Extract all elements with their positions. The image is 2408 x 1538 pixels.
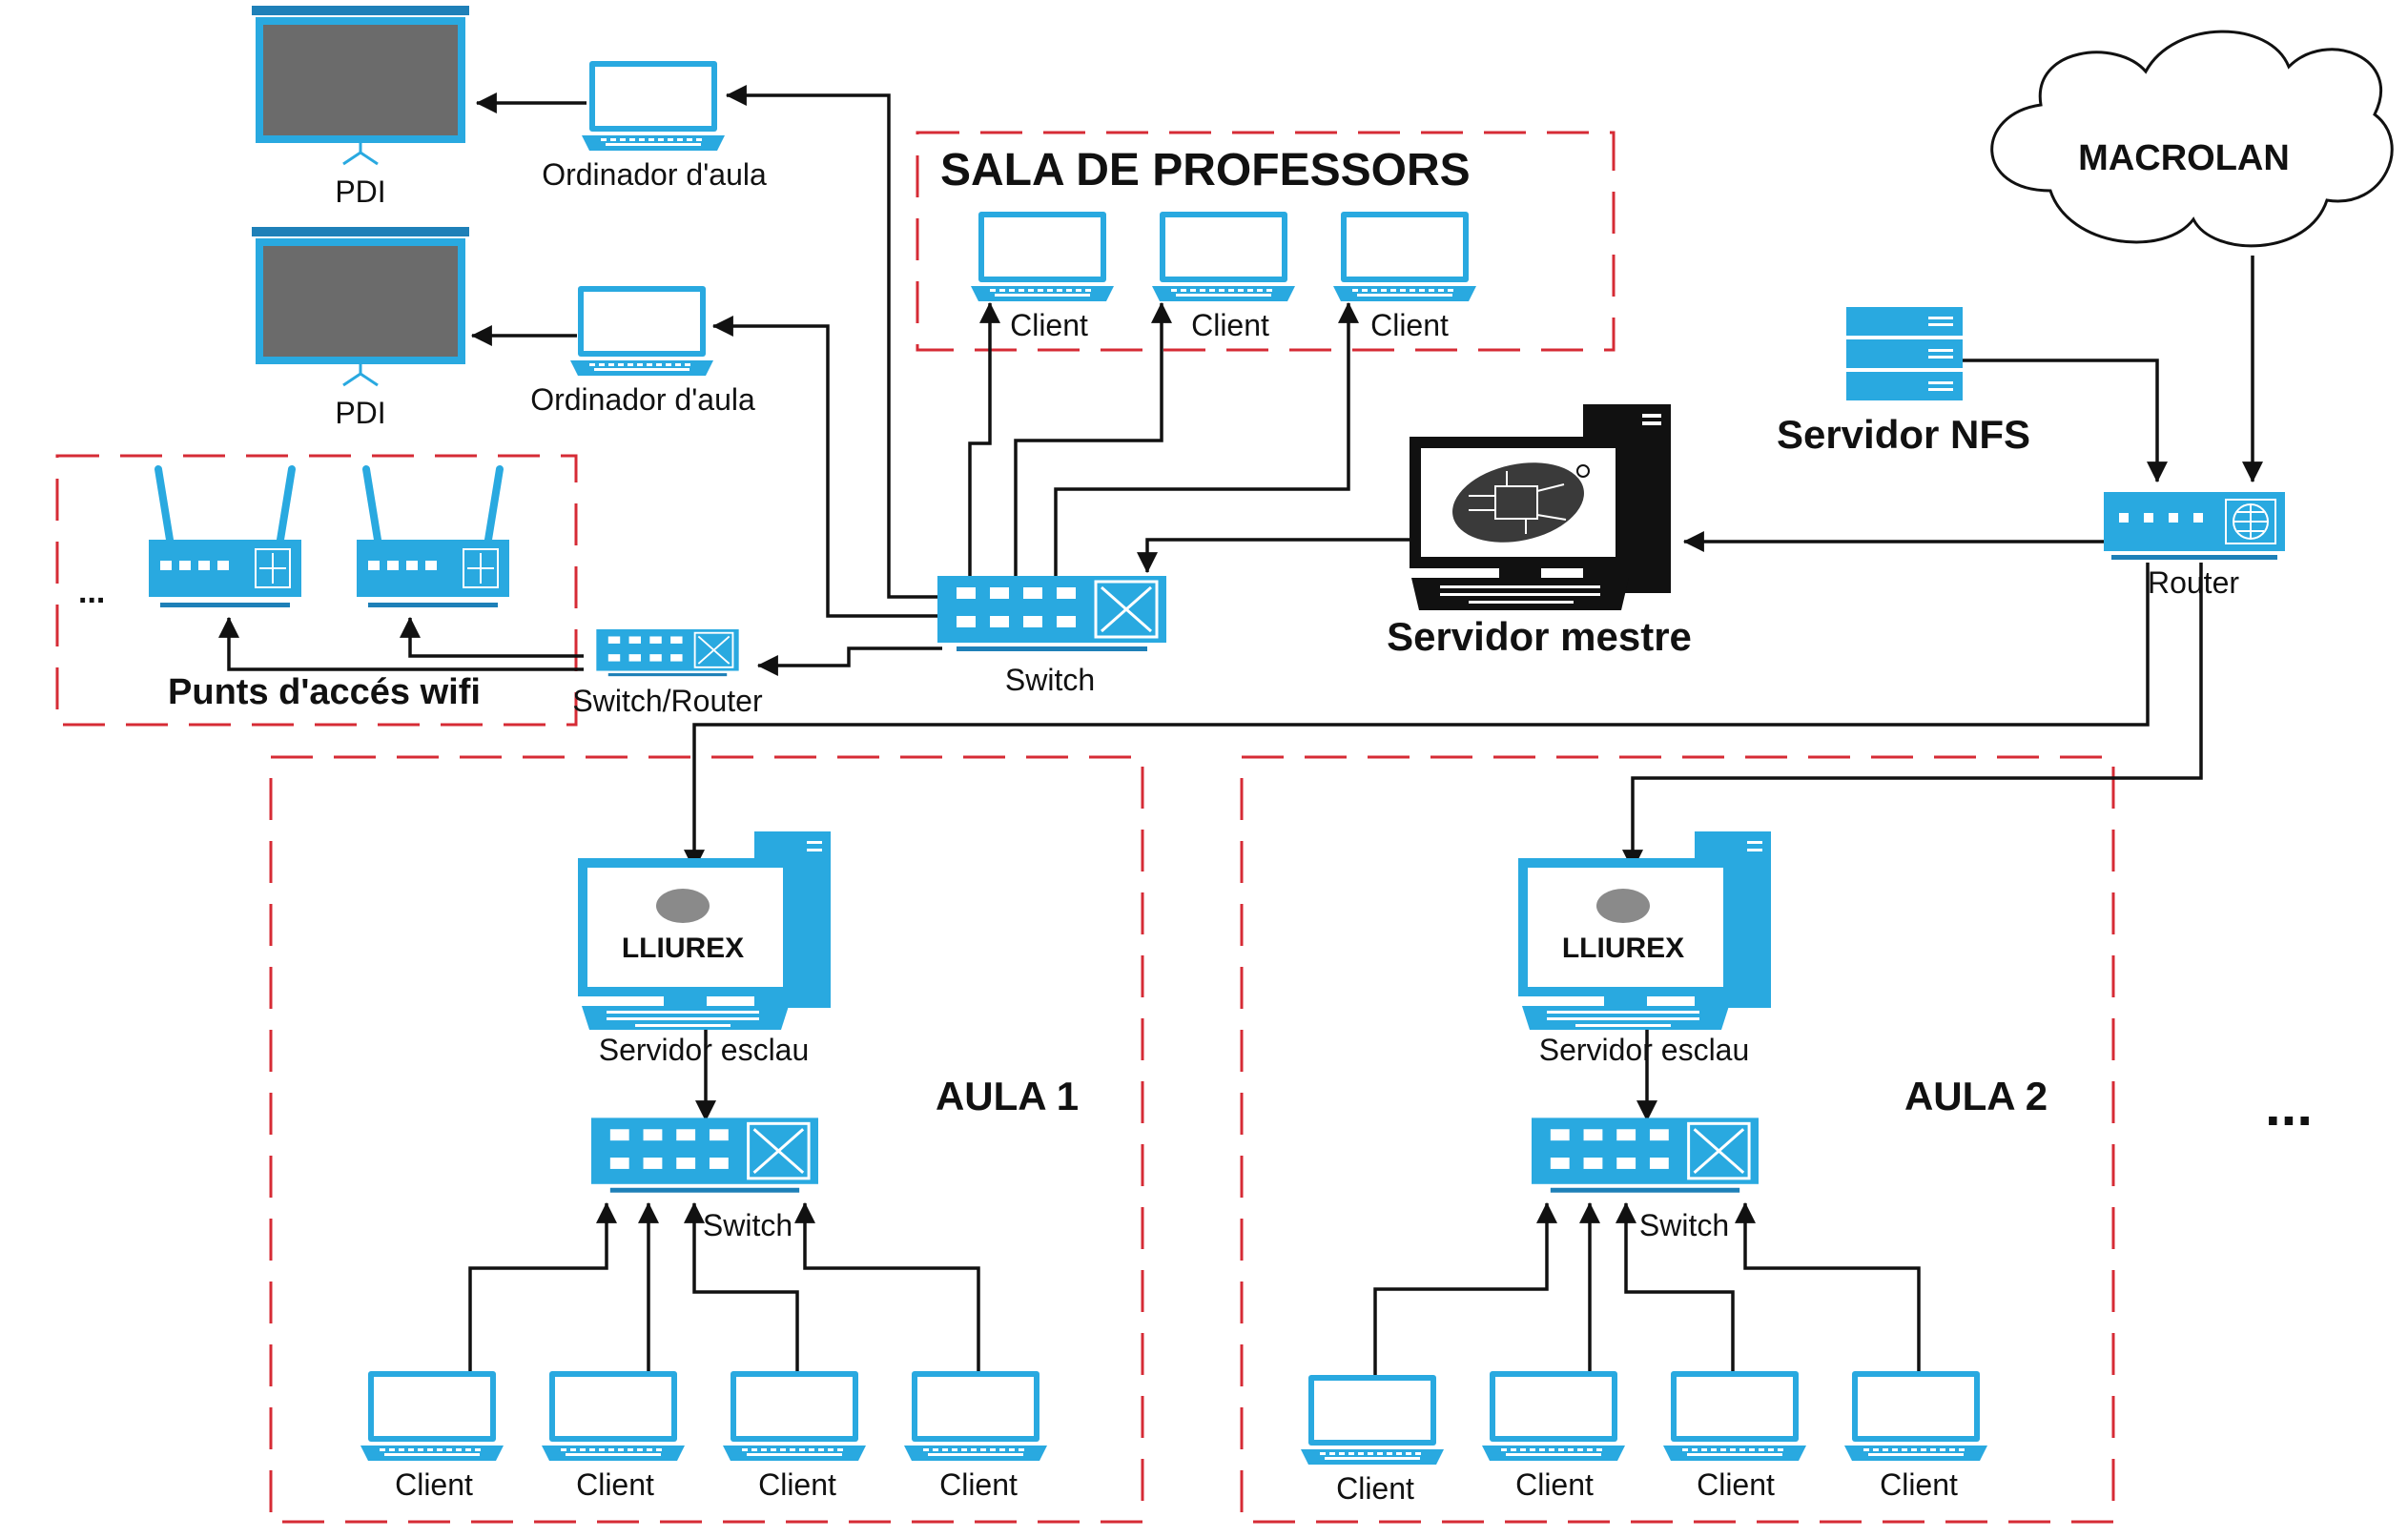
switch-router-label: Switch/Router [572, 684, 763, 718]
wifi-access-point-icon [357, 469, 509, 607]
servidor-esclau-2-label: Servidor esclau [1539, 1033, 1750, 1067]
router-label: Router [2148, 565, 2239, 600]
switch-label: Switch [1005, 663, 1095, 697]
macrolan-cloud: MACROLAN [1990, 30, 2394, 248]
sala-client-2: Client [1152, 212, 1295, 342]
sala-professors-box [916, 131, 1616, 352]
ordinador-aula-1: Ordinador d'aula [542, 61, 767, 192]
server-rack-icon [1846, 307, 1963, 400]
client-label: Client [1370, 308, 1449, 342]
laptop-icon [542, 1371, 685, 1461]
servidor-esclau-1-label: Servidor esclau [599, 1033, 810, 1067]
laptop-icon [1301, 1375, 1444, 1465]
laptop-icon [1663, 1371, 1806, 1461]
punts-wifi-title: Punts d'accés wifi [168, 672, 481, 712]
network-switch-icon [595, 629, 740, 678]
aula2-client-3: Client [1663, 1371, 1806, 1502]
network-switch-icon [1532, 1118, 1759, 1195]
sala-professors-title: SALA DE PROFESSORS [940, 145, 1471, 195]
aula1-switch: Switch [591, 1118, 818, 1242]
desktop-server-icon [1518, 831, 1771, 1030]
aula1-client-1: Client [360, 1371, 504, 1502]
aula2-title: AULA 2 [1904, 1074, 2048, 1118]
laptop-icon [1482, 1371, 1625, 1461]
laptop-icon [570, 286, 713, 376]
client-label: Client [1515, 1467, 1594, 1502]
aula2-client-4: Client [1844, 1371, 1987, 1502]
laptop-icon [1844, 1371, 1987, 1461]
client-label: Client [1191, 308, 1269, 342]
ordinador-aula-1-label: Ordinador d'aula [542, 157, 767, 192]
pdi-2-label: PDI [335, 396, 385, 430]
aula2-switch: Switch [1532, 1118, 1759, 1242]
central-switch: Switch [937, 576, 1166, 697]
desktop-server-icon [578, 831, 831, 1030]
aula1-client-3: Client [723, 1371, 866, 1502]
lliurex-logo-text: LLIUREX [622, 933, 744, 964]
pdi-2: PDI [252, 227, 469, 430]
client-label: Client [758, 1467, 836, 1502]
ordinador-aula-2-label: Ordinador d'aula [530, 382, 755, 417]
ap-ellipsis: ... [78, 574, 105, 610]
laptop-icon [582, 61, 725, 151]
ordinador-aula-2: Ordinador d'aula [530, 286, 755, 417]
wifi-group-box [55, 454, 578, 727]
aula2-client-1: Client [1301, 1375, 1444, 1506]
client-label: Client [395, 1467, 473, 1502]
laptop-icon [904, 1371, 1047, 1461]
laptop-icon [723, 1371, 866, 1461]
aula1-client-2: Client [542, 1371, 685, 1502]
switch-router: Switch/Router [572, 629, 763, 718]
wifi-access-point-icon [149, 469, 301, 607]
client-label: Client [1336, 1471, 1414, 1506]
laptop-icon [1152, 212, 1295, 301]
pdi-1-label: PDI [335, 174, 385, 209]
laptop-icon [971, 212, 1114, 301]
network-switch-icon [591, 1118, 818, 1195]
client-label: Client [1697, 1467, 1775, 1502]
macrolan-label: MACROLAN [2078, 138, 2290, 178]
aula1-client-4: Client [904, 1371, 1047, 1502]
aula2-client-2: Client [1482, 1371, 1625, 1502]
client-label: Client [1880, 1467, 1958, 1502]
servidor-esclau-1: LLIUREX Servidor esclau [578, 831, 831, 1067]
aula1-title: AULA 1 [936, 1074, 1079, 1118]
servidor-mestre-label: Servidor mestre [1387, 614, 1692, 659]
sala-client-3: Client [1333, 212, 1476, 342]
lliurex-logo-text: LLIUREX [1562, 933, 1684, 964]
client-label: Client [576, 1467, 654, 1502]
more-classrooms-ellipsis: ... [2265, 1074, 2313, 1138]
aula2-switch-label: Switch [1639, 1208, 1729, 1242]
client-label: Client [939, 1467, 1018, 1502]
aula1: AULA 1 LLIUREX Servidor esclau Switch Cl… [360, 831, 1079, 1502]
aula1-switch-label: Switch [703, 1208, 792, 1242]
aula2: AULA 2 LLIUREX Servidor esclau Switch Cl… [1301, 831, 2048, 1506]
wifi-access-points: ... Punts d'accés wifi [78, 469, 509, 712]
client-label: Client [1010, 308, 1088, 342]
servidor-nfs-label: Servidor NFS [1777, 412, 2030, 457]
router-icon [2104, 492, 2285, 560]
pdi-1: PDI [252, 6, 469, 209]
servidor-mestre: Servidor mestre [1387, 404, 1692, 659]
laptop-icon [360, 1371, 504, 1461]
router: Router [2104, 492, 2285, 600]
network-switch-icon [937, 576, 1166, 653]
sala-client-1: Client [971, 212, 1114, 342]
connections [218, 85, 2263, 1376]
servidor-nfs: Servidor NFS [1777, 307, 2030, 457]
servidor-esclau-2: LLIUREX Servidor esclau [1518, 831, 1771, 1067]
cloud-icon [1990, 30, 2394, 248]
laptop-icon [1333, 212, 1476, 301]
